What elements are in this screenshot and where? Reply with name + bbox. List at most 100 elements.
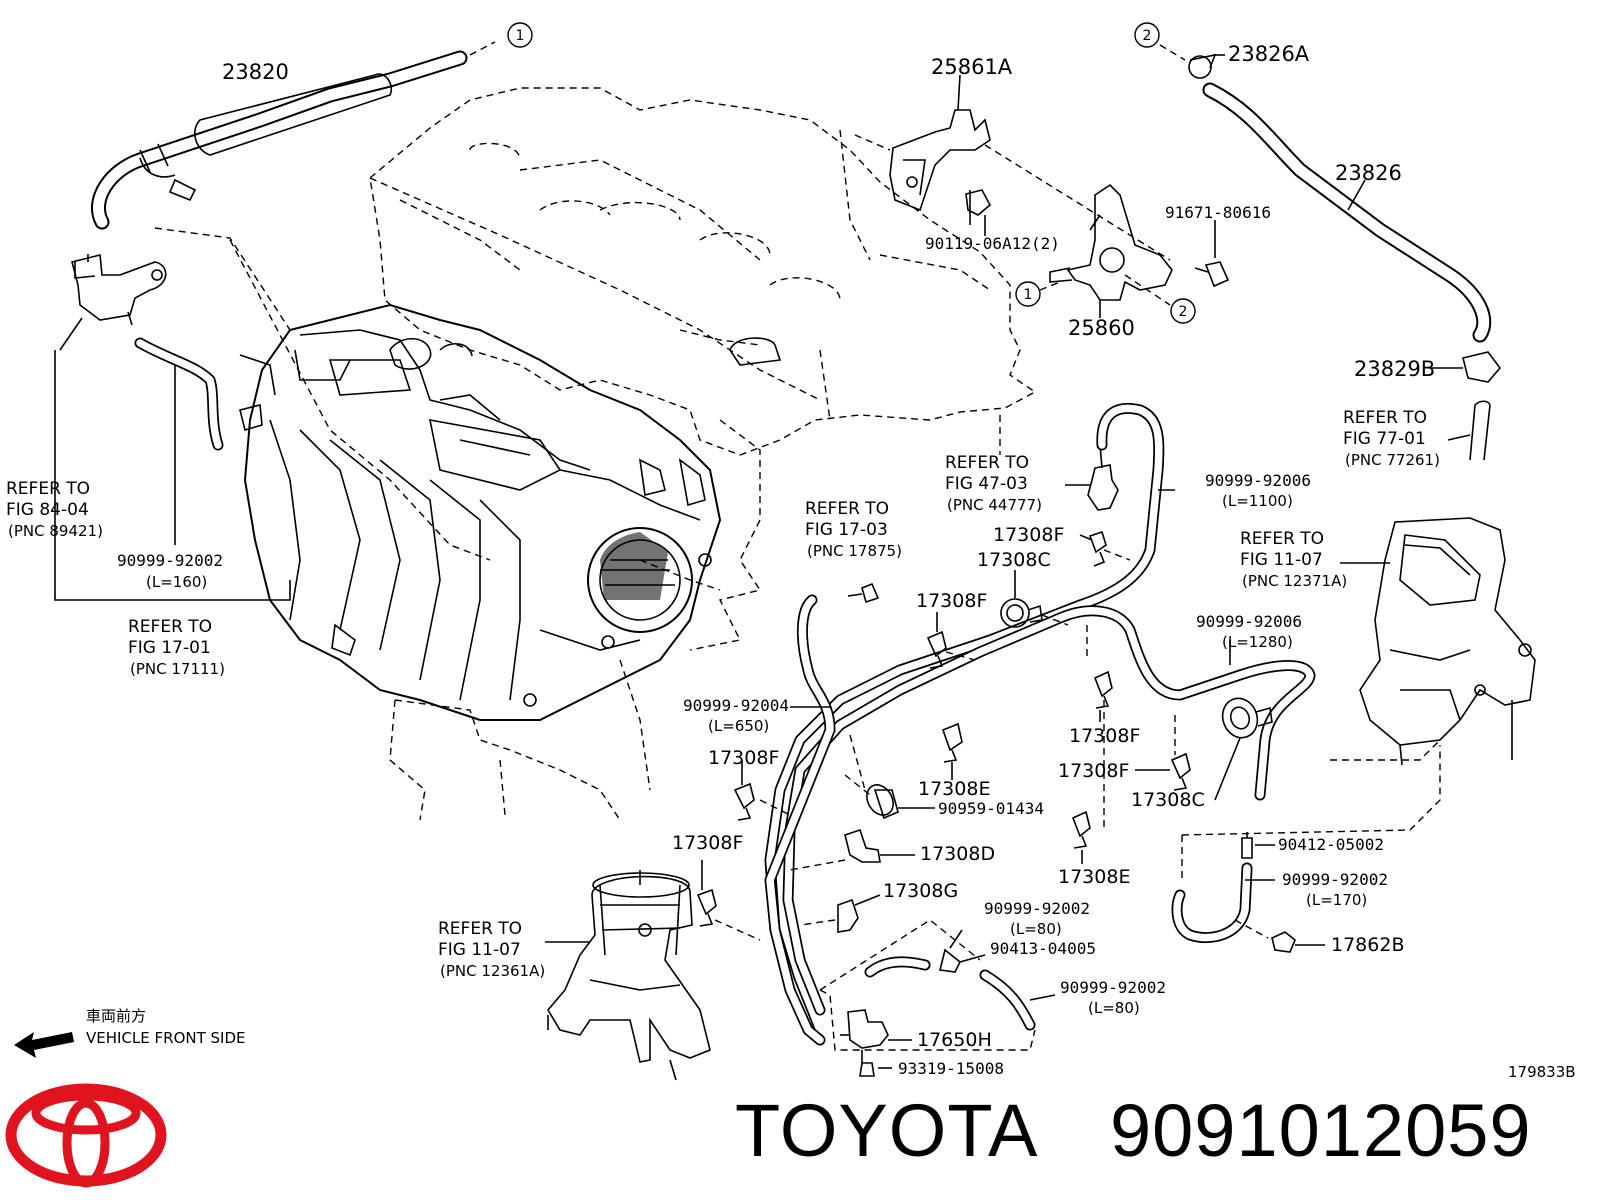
label-23829B: 23829B: [1354, 357, 1435, 381]
engine-mount-12361A: [545, 870, 711, 1081]
label-l80a: (L=80): [1010, 920, 1062, 938]
toyota-logo-icon: [5, 1083, 167, 1188]
label-23820: 23820: [222, 60, 289, 84]
sensor-44777: [999, 415, 1119, 511]
vsv-17650H: [840, 1009, 912, 1065]
label-25860: 25860: [1068, 316, 1135, 340]
label-90959-01434: 90959-01434: [938, 799, 1044, 818]
label-l170: (L=170): [1306, 891, 1367, 909]
refer-fig-11-07-b: REFER TO FIG 11-07 (PNC 12361A): [438, 919, 545, 980]
label-90119-06A12: 90119-06A12(2): [925, 234, 1060, 253]
label-17650H: 17650H: [917, 1029, 992, 1051]
label-l80b: (L=80): [1088, 999, 1140, 1017]
svg-text:車両前方: 車両前方: [86, 1007, 146, 1025]
svg-text:(PNC 77261): (PNC 77261): [1345, 451, 1440, 469]
svg-text:2: 2: [1143, 28, 1152, 44]
refer-fig-84-04: REFER TO FIG 84-04 (PNC 89421): [6, 479, 103, 540]
label-l1280: (L=1280): [1222, 633, 1293, 651]
clip-17308C-b: [1214, 697, 1273, 801]
label-91671-80616: 91671-80616: [1165, 203, 1271, 222]
front-arrow-icon: [14, 1032, 74, 1058]
svg-text:FIG 17-03: FIG 17-03: [805, 520, 888, 540]
brand-name: TOYOTA: [735, 1089, 1039, 1172]
svg-text:REFER TO: REFER TO: [438, 919, 522, 939]
label-17308C-b: 17308C: [1131, 789, 1205, 811]
svg-text:(PNC 44777): (PNC 44777): [947, 496, 1042, 514]
vehicle-front-indicator: 車両前方 VEHICLE FRONT SIDE: [14, 1007, 246, 1058]
label-l650: (L=650): [708, 717, 769, 735]
label-23826: 23826: [1335, 161, 1402, 185]
connector-90413: [819, 919, 1056, 1051]
label-93319-15008: 93319-15008: [898, 1059, 1004, 1078]
svg-text:(PNC 17111): (PNC 17111): [130, 660, 225, 678]
svg-text:REFER TO: REFER TO: [1343, 408, 1427, 428]
leader-23820b: [229, 239, 491, 561]
hose-90999-92004-l650: [764, 594, 836, 1046]
label-17308E-b: 17308E: [1058, 866, 1130, 888]
label-90999-92002-b: 90999-92002: [1282, 870, 1388, 889]
label-17862B: 17862B: [1331, 934, 1404, 956]
svg-text:(PNC 12361A): (PNC 12361A): [440, 962, 545, 980]
hose-23826: [1202, 82, 1492, 343]
leader-misc-b: [1330, 739, 1441, 761]
clip-17308F-c: [1086, 625, 1113, 830]
brand-part-number: 9091012059: [1110, 1089, 1532, 1172]
svg-text:1: 1: [516, 28, 525, 44]
svg-text:(PNC 17875): (PNC 17875): [807, 542, 902, 560]
refer-fig-17-01: REFER TO FIG 17-01 (PNC 17111): [128, 617, 225, 678]
label-90413-04005: 90413-04005: [990, 939, 1096, 958]
svg-text:FIG 11-07: FIG 11-07: [438, 940, 521, 960]
refer-fig-17-03: REFER TO FIG 17-03 (PNC 17875): [805, 499, 902, 560]
clip-90959: [844, 774, 935, 820]
engine-outline: [369, 87, 1037, 821]
clip-17308F-b: [926, 612, 976, 669]
clip-17308F-a: [1079, 530, 1131, 567]
label-17308F-b: 17308F: [916, 590, 987, 612]
label-90412-05002: 90412-05002: [1278, 835, 1384, 854]
label-17308E-a: 17308E: [918, 778, 990, 800]
svg-text:REFER TO: REFER TO: [128, 617, 212, 637]
bolt-17875: [847, 582, 880, 604]
refer-fig-11-07-a: REFER TO FIG 11-07 (PNC 12371A): [1240, 529, 1347, 590]
leader-23820: [154, 227, 291, 331]
label-17308G: 17308G: [883, 880, 958, 902]
svg-text:REFER TO: REFER TO: [945, 453, 1029, 473]
callout-circle-2b: 2: [1170, 298, 1196, 324]
hose-90999-92006-l1100: [764, 402, 1175, 1036]
sensor-89421: [54, 253, 291, 601]
leader-misc-a: [849, 734, 866, 791]
label-25861A: 25861A: [931, 55, 1013, 79]
clip-17862B: [1234, 919, 1325, 953]
clip-17308F-d: [1135, 715, 1191, 791]
svg-text:FIG 17-01: FIG 17-01: [128, 638, 211, 658]
label-90999-92002-a: 90999-92002: [117, 551, 223, 570]
pipe-77261: [1447, 400, 1491, 461]
clip-23829B: [1430, 351, 1502, 383]
label-17308F-a: 17308F: [993, 524, 1064, 546]
label-l1100: (L=1100): [1222, 492, 1293, 510]
svg-text:REFER TO: REFER TO: [1240, 529, 1324, 549]
hose-90999-92002-l160: [134, 337, 224, 545]
label-l160: (L=160): [146, 573, 207, 591]
callout-circle-1a: 1: [507, 22, 533, 48]
label-90999-92006-a: 90999-92006: [1205, 471, 1311, 490]
label-17308D: 17308D: [920, 843, 995, 865]
svg-text:REFER TO: REFER TO: [6, 479, 90, 499]
svg-text:REFER TO: REFER TO: [805, 499, 889, 519]
bracket-25861A: [854, 74, 1171, 261]
clip-17308C-a: [1000, 570, 1069, 628]
svg-text:FIG 11-07: FIG 11-07: [1240, 550, 1323, 570]
hose-23820: [91, 41, 496, 230]
label-90999-92006-b: 90999-92006: [1196, 612, 1302, 631]
connector-90412: [1181, 745, 1441, 880]
svg-text:FIG 47-03: FIG 47-03: [945, 474, 1028, 494]
label-17308F-d: 17308F: [1058, 760, 1129, 782]
clip-17308G: [799, 894, 881, 933]
bolt-90119: [965, 189, 992, 236]
refer-fig-47-03: REFER TO FIG 47-03 (PNC 44777): [945, 453, 1042, 514]
label-90999-92002-d: 90999-92002: [1060, 978, 1166, 997]
svg-text:1: 1: [1024, 287, 1033, 303]
label-23826A: 23826A: [1228, 42, 1310, 66]
